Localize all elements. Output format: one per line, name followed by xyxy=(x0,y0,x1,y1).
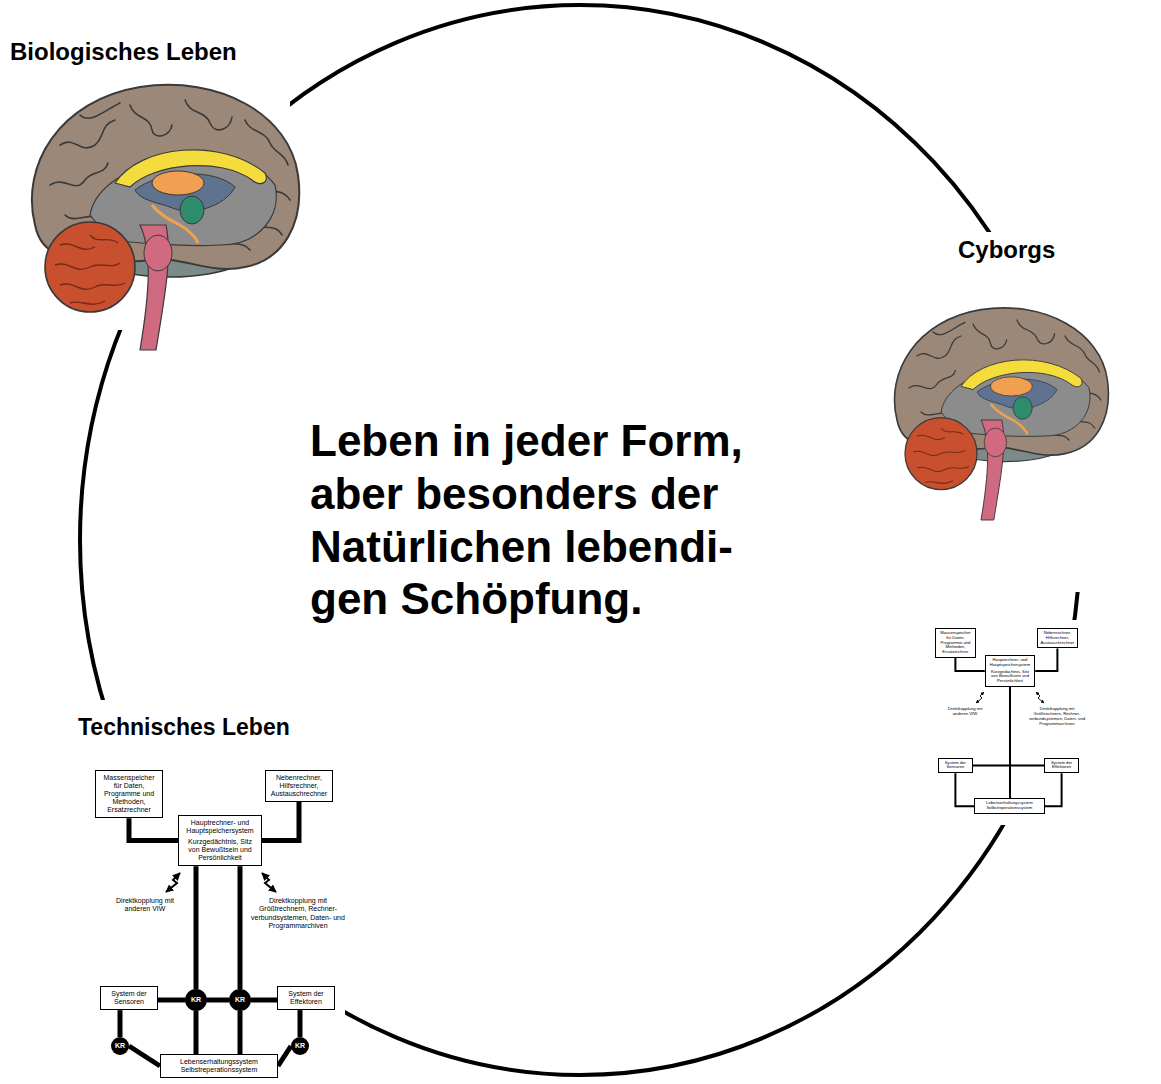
bus-line xyxy=(1045,773,1062,806)
box-text: KR xyxy=(235,996,245,1004)
box-text: Kurzgedächtnis, Sitz von Bewußtsein und … xyxy=(988,670,1032,684)
box-text: System der Effektoren xyxy=(1047,761,1076,771)
bus-line xyxy=(973,764,1044,766)
illustration-part xyxy=(262,873,276,892)
note-label: Direktkopplung mit Größtrechnern, Rechne… xyxy=(1027,706,1087,726)
box-text: Hauptrechner- und Hauptspeichersystem xyxy=(988,658,1032,668)
bus-line xyxy=(262,802,299,841)
box-text: Lebenserhaltungssystem Selbstreperations… xyxy=(977,801,1042,811)
system-box: Massenspeicher für Daten, Programme und … xyxy=(95,770,163,818)
illustration-part xyxy=(895,308,1109,520)
illustration-part xyxy=(166,873,276,892)
bus-line xyxy=(1009,687,1011,798)
coupling-circle: KR xyxy=(229,989,251,1011)
box-text: Massenspeicher für Daten, Programme und … xyxy=(99,774,159,814)
box-text: System der Sensoren xyxy=(941,761,970,771)
illustration-part xyxy=(925,620,1110,825)
system-box: Hauptrechner- und HauptspeichersystemKur… xyxy=(178,815,262,866)
bus-line xyxy=(955,773,974,806)
bus-line xyxy=(194,866,199,989)
heading-label: Cyborgs xyxy=(958,236,1055,265)
illustration-part xyxy=(976,692,984,703)
box-text: System der Sensoren xyxy=(104,990,154,1006)
note-label: Direktkopplung mit Größtrechnern, Rechne… xyxy=(248,897,348,931)
bus-line xyxy=(251,998,277,1003)
box-text: Kurzgedächtnis, Sitz von Bewußtsein und … xyxy=(182,838,258,862)
system-box: Lebenserhaltungssystem Selbstreperations… xyxy=(160,1054,278,1078)
bus-line xyxy=(118,1010,123,1037)
heading-label: Leben in jeder Form, aber besonders der … xyxy=(310,415,810,626)
system-box: Lebenserhaltungssystem Selbstreperations… xyxy=(974,798,1045,814)
system-box: Nebenrechner, Hilfsrechner, Austauschrec… xyxy=(265,770,333,802)
system-box: System der Sensoren xyxy=(938,758,973,774)
bus-line xyxy=(238,1011,243,1054)
note-label: Direktkopplung mit anderen VIW xyxy=(941,706,989,716)
box-text: Nebenrechner, Hilfsrechner, Austauschrec… xyxy=(269,774,329,798)
note-label: Direktkopplung mit anderen VIW xyxy=(105,897,185,914)
illustration-part xyxy=(166,873,180,892)
bus-line xyxy=(298,1010,303,1037)
system-box: Hauptrechner- und HauptspeichersystemKur… xyxy=(985,655,1035,687)
coupling-circle: KR xyxy=(185,989,207,1011)
bus-line xyxy=(278,1046,291,1066)
bus-line xyxy=(129,1046,160,1066)
box-text: KR xyxy=(115,1042,125,1050)
heading-label: Technisches Leben xyxy=(78,714,290,742)
bus-line xyxy=(158,998,185,1003)
box-text: KR xyxy=(295,1042,305,1050)
box-text: Hauptrechner- und Hauptspeichersystem xyxy=(182,819,258,835)
system-box: System der Effektoren xyxy=(1044,758,1079,774)
bus-line xyxy=(129,818,178,840)
coupling-circle: KR xyxy=(111,1037,129,1055)
illustration-part xyxy=(40,700,345,1084)
illustration-part xyxy=(32,85,299,350)
system-box: Nebenrechner, Hilfsrechner, Austauschrec… xyxy=(1037,628,1078,648)
system-box: System der Effektoren xyxy=(277,986,335,1010)
box-text: Nebenrechner, Hilfsrechner, Austauschrec… xyxy=(1040,631,1075,645)
coupling-circle: KR xyxy=(291,1037,309,1055)
box-text: KR xyxy=(191,996,201,1004)
system-box: System der Sensoren xyxy=(100,986,158,1010)
box-text: Lebenserhaltungssystem Selbstreperations… xyxy=(164,1058,274,1074)
bus-line xyxy=(238,866,243,989)
illustration-part xyxy=(1036,692,1044,703)
illustration-part xyxy=(880,232,1112,592)
bus-line xyxy=(207,998,229,1003)
box-text: Massenspeicher für Daten, Programme und … xyxy=(938,631,973,655)
box-text: System der Effektoren xyxy=(281,990,331,1006)
bus-line xyxy=(1035,649,1057,672)
system-box: Massenspeicher für Daten, Programme und … xyxy=(935,628,976,658)
heading-label: Biologisches Leben xyxy=(10,38,237,67)
bus-line xyxy=(955,658,984,671)
bus-line xyxy=(194,1011,199,1054)
